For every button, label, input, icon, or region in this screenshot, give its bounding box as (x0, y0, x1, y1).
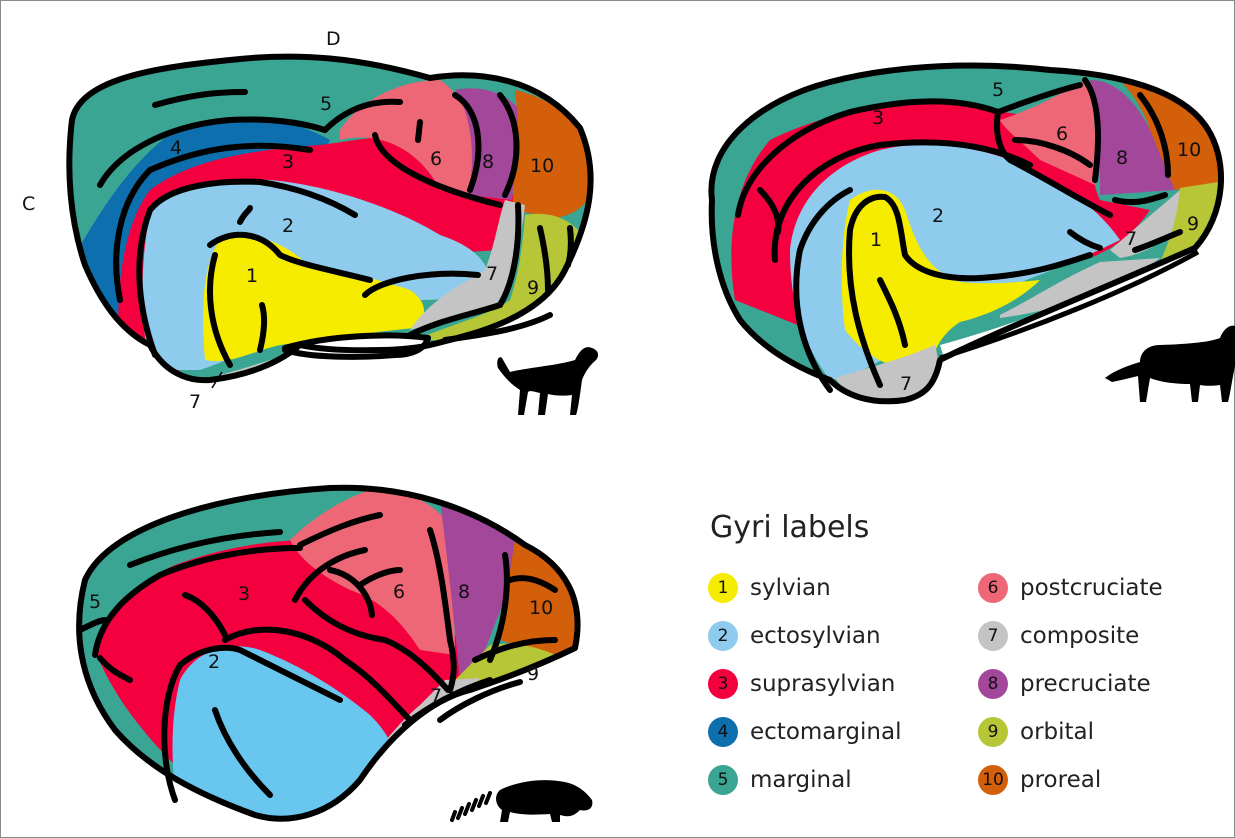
direction-caudal: C (22, 193, 35, 215)
lion-silhouette-icon (1105, 326, 1235, 402)
lion-label-1: 1 (870, 229, 882, 251)
region-proreal (512, 90, 595, 218)
legend-item-marginal: 5 marginal (708, 764, 852, 796)
legend-label: postcruciate (1020, 575, 1163, 601)
legend-item-orbital: 9 orbital (978, 716, 1094, 748)
dog-label-4: 4 (170, 137, 182, 159)
legend-swatch: 4 (708, 717, 738, 747)
lion-label-10: 10 (1177, 139, 1201, 161)
ferret-tail-stripes (452, 793, 490, 820)
direction-dorsal: D (326, 28, 341, 50)
lion-label-3: 3 (872, 107, 884, 129)
ferret-label-9: 9 (527, 663, 539, 685)
dog-label-3: 3 (282, 151, 294, 173)
lion-label-9: 9 (1187, 213, 1199, 235)
ferret-label-6: 6 (393, 581, 405, 603)
legend-label: sylvian (750, 575, 831, 601)
dog-silhouette-icon (497, 347, 598, 415)
legend-swatch: 6 (978, 573, 1008, 603)
ferret-label-3: 3 (238, 583, 250, 605)
ferret-label-8: 8 (458, 581, 470, 603)
ferret-silhouette-icon (452, 780, 592, 822)
legend-item-composite: 7 composite (978, 620, 1139, 652)
legend-swatch: 9 (978, 717, 1008, 747)
dog-label-5: 5 (320, 93, 332, 115)
dog-label-10: 10 (530, 155, 554, 177)
legend-swatch: 2 (708, 621, 738, 651)
legend-label: orbital (1020, 719, 1094, 745)
ferret-brain: 5 3 6 8 10 2 9 7 (70, 480, 590, 830)
legend-label: marginal (750, 767, 852, 793)
lion-label-7-ventral: 7 (900, 373, 912, 395)
lion-label-7: 7 (1125, 228, 1137, 250)
dog-label-2: 2 (282, 215, 294, 237)
legend-swatch: 1 (708, 573, 738, 603)
legend-label: ectomarginal (750, 719, 902, 745)
legend-item-precruciate: 8 precruciate (978, 668, 1151, 700)
legend-label: ectosylvian (750, 623, 881, 649)
lion-label-5: 5 (992, 79, 1004, 101)
ferret-label-5: 5 (89, 591, 101, 613)
dog-label-9: 9 (527, 277, 539, 299)
lion-label-8: 8 (1116, 147, 1128, 169)
ferret-label-7: 7 (430, 685, 442, 707)
lion-label-2: 2 (932, 205, 944, 227)
legend-item-ectomarginal: 4 ectomarginal (708, 716, 902, 748)
legend-label: composite (1020, 623, 1139, 649)
legend-title: Gyri labels (710, 510, 869, 545)
legend-swatch: 10 (978, 765, 1008, 795)
legend-swatch: 7 (978, 621, 1008, 651)
gyri-legend: Gyri labels 1 sylvian 2 ectosylvian 3 suprasy… (708, 510, 1228, 830)
dog-label-7-ventral: 7 (189, 391, 201, 413)
legend-swatch: 8 (978, 669, 1008, 699)
legend-item-proreal: 10 proreal (978, 764, 1101, 796)
dog-label-7: 7 (486, 263, 498, 285)
legend-label: proreal (1020, 767, 1101, 793)
legend-swatch: 3 (708, 669, 738, 699)
legend-label: suprasylvian (750, 671, 895, 697)
ferret-label-10: 10 (529, 597, 553, 619)
legend-item-suprasylvian: 3 suprasylvian (708, 668, 895, 700)
dog-label-1: 1 (246, 265, 258, 287)
dog-label-8: 8 (482, 151, 494, 173)
legend-item-ectosylvian: 2 ectosylvian (708, 620, 881, 652)
legend-swatch: 5 (708, 765, 738, 795)
legend-item-sylvian: 1 sylvian (708, 572, 831, 604)
dog-label-6: 6 (430, 148, 442, 170)
lion-label-6: 6 (1056, 123, 1068, 145)
legend-item-postcruciate: 6 postcruciate (978, 572, 1163, 604)
ferret-label-2: 2 (208, 651, 220, 673)
dog-brain: 1 2 3 4 5 6 8 10 7 9 7 D C (22, 28, 600, 413)
legend-label: precruciate (1020, 671, 1151, 697)
